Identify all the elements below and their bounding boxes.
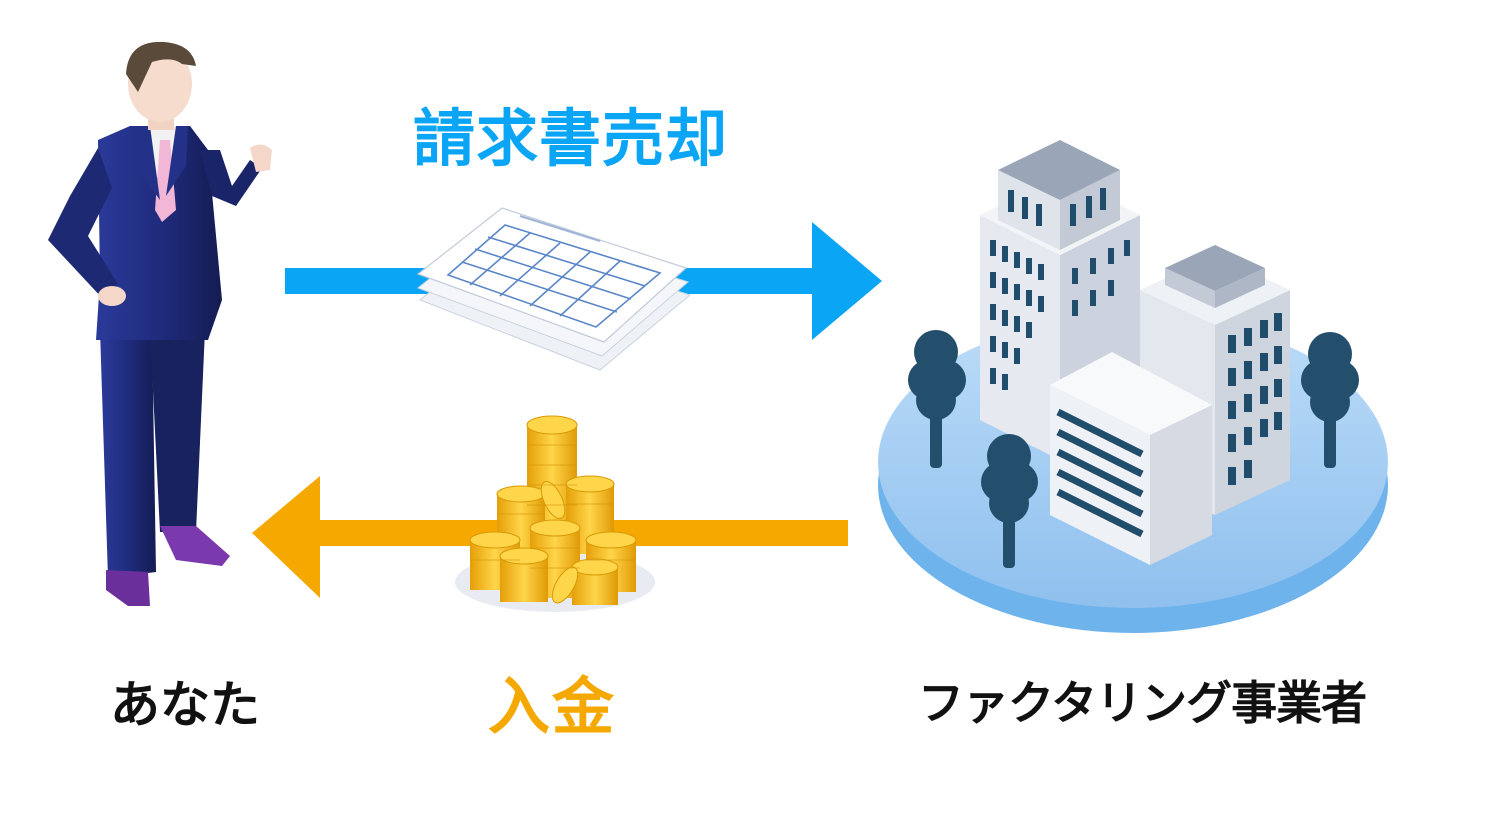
- office-buildings-icon: [878, 140, 1388, 633]
- invoice-sale-label: 請求書売却: [413, 102, 729, 175]
- invoice-document-icon: [416, 207, 692, 371]
- factoring-company-label: ファクタリング事業者: [918, 676, 1367, 730]
- businessman-icon: [48, 41, 272, 606]
- you-label: あなた: [110, 676, 260, 734]
- coin-stack-icon: [455, 415, 655, 612]
- payment-label: 入金: [488, 670, 617, 743]
